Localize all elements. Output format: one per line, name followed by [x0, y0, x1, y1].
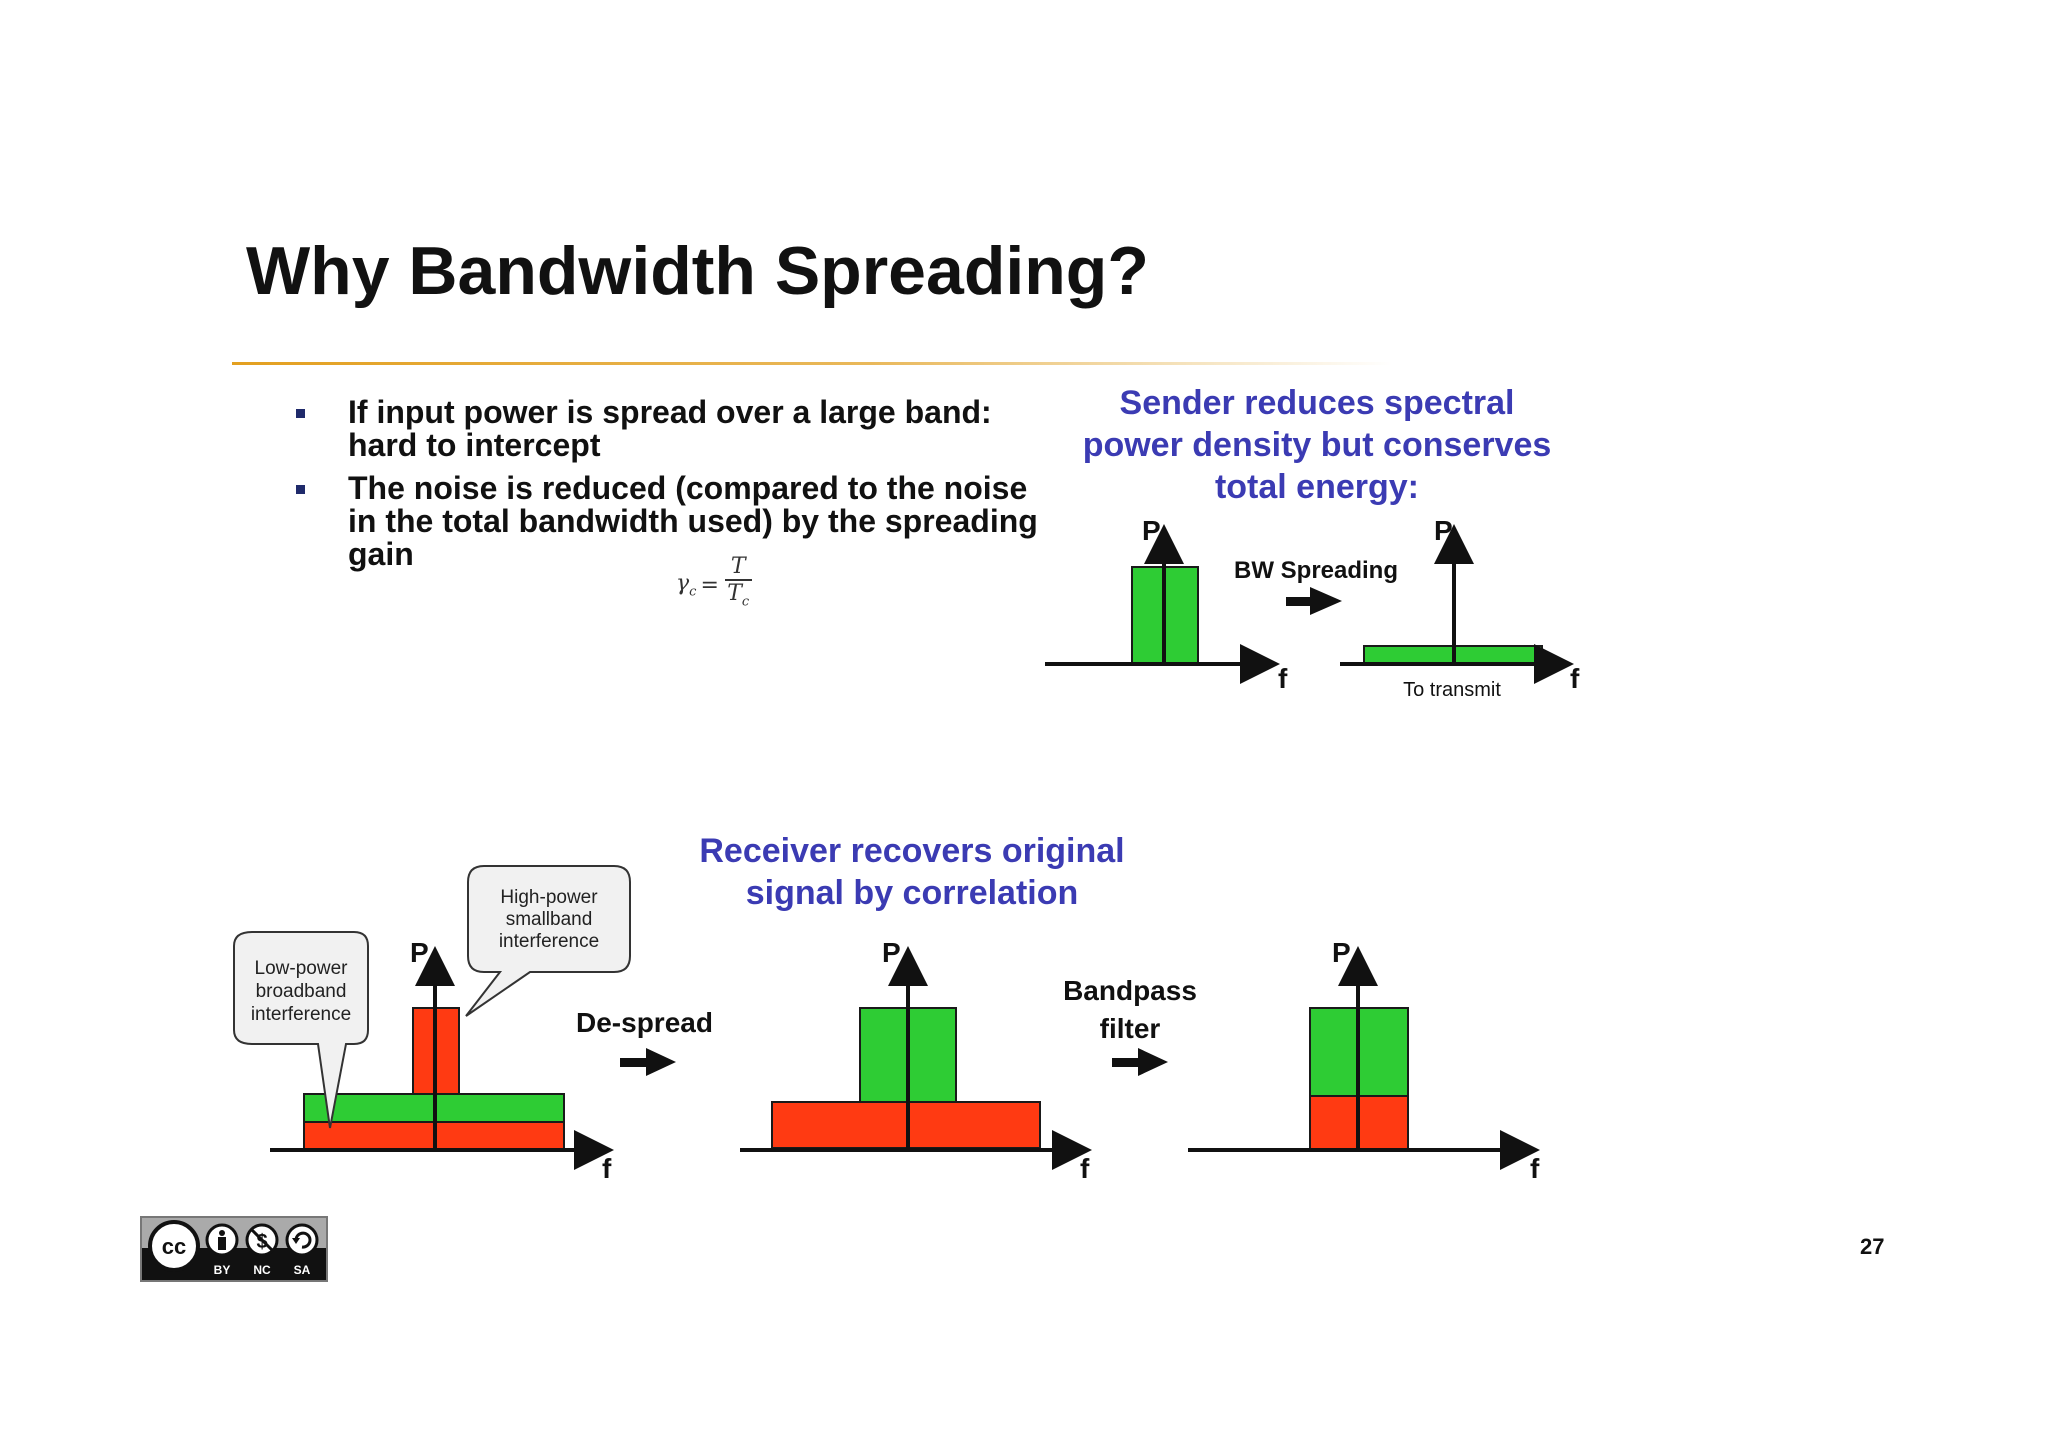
cc-icon: [148, 1220, 200, 1272]
callout-line: Low-power: [255, 958, 349, 979]
to-transmit-label: To transmit: [1403, 679, 1501, 701]
right-arrow-icon: [1138, 1048, 1168, 1076]
sa-sharealike-icon: [285, 1223, 319, 1257]
despread-arrow: De-spread: [576, 1007, 713, 1076]
receiver-caption: Receiver recovers original signal by cor…: [672, 830, 1152, 914]
bullet-list: If input power is spread over a large ba…: [296, 396, 1056, 581]
formula-equals: =: [700, 572, 719, 598]
callout-line: interference: [499, 931, 599, 952]
callout-line: interference: [251, 1004, 351, 1025]
formula-denominator: Tc: [727, 581, 750, 610]
receiver-despread-diagram: P f: [740, 937, 1092, 1184]
right-arrow-icon: [646, 1048, 676, 1076]
cc-license-badge: cc $ BY NC SA: [140, 1216, 328, 1282]
caption-line: signal by correlation: [745, 874, 1079, 912]
bw-spreading-label: BW Spreading: [1234, 557, 1398, 584]
sender-caption: Sender reduces spectral power density bu…: [1062, 382, 1572, 508]
license-label: BY: [214, 1263, 231, 1277]
license-label: SA: [294, 1263, 311, 1277]
callout-line: High-power: [500, 887, 598, 908]
license-label: NC: [253, 1263, 271, 1277]
page-number: 27: [1860, 1234, 1885, 1259]
bullet-item: The noise is reduced (compared to the no…: [296, 472, 1056, 571]
formula-numerator: T: [724, 555, 752, 581]
slide-title: Why Bandwidth Spreading?: [246, 233, 1149, 309]
bullet-item: If input power is spread over a large ba…: [296, 396, 1056, 462]
bullet-text: If input power is spread over a large ba…: [348, 394, 992, 463]
receiver-filtered-diagram: P f: [1188, 937, 1540, 1184]
right-arrow-icon: [1310, 587, 1342, 615]
cc-license-icons: cc $ BY NC SA: [142, 1218, 326, 1277]
low-power-callout: [233, 931, 369, 1129]
p-axis-label: P: [1142, 515, 1161, 546]
p-axis-label: P: [882, 937, 901, 968]
cc-text: cc: [162, 1234, 186, 1259]
p-axis-label: P: [1332, 937, 1351, 968]
arrow-shaft: [620, 1058, 652, 1067]
p-axis-label: P: [410, 937, 429, 968]
receiver-input-diagram: P f Low-power broadband interference Hig…: [233, 865, 631, 1184]
title-divider: [232, 362, 1392, 365]
f-axis-label: f: [1570, 663, 1580, 694]
bullet-square-icon: [296, 409, 305, 418]
bw-spreading-arrow: BW Spreading: [1234, 557, 1398, 615]
f-axis-label: f: [1278, 663, 1288, 694]
sender-narrowband-diagram: P f: [1045, 515, 1288, 694]
bandpass-label: Bandpass: [1063, 975, 1197, 1006]
high-power-callout: [465, 865, 631, 1017]
f-axis-label: f: [1530, 1153, 1540, 1184]
sender-spread-diagram: P f To transmit: [1340, 515, 1580, 701]
p-axis-label: P: [1434, 515, 1453, 546]
caption-line: Sender reduces spectral: [1119, 384, 1515, 422]
arrow-shaft: [1286, 597, 1316, 606]
callout-line: broadband: [256, 981, 347, 1002]
f-axis-label: f: [602, 1153, 612, 1184]
caption-line: power density but conserves: [1082, 426, 1552, 464]
bullet-square-icon: [296, 485, 305, 494]
formula-gamma: γc: [676, 571, 697, 600]
caption-line: total energy:: [1214, 468, 1420, 506]
bandpass-label: filter: [1100, 1013, 1161, 1044]
spreading-gain-formula: γc = T Tc: [676, 555, 752, 615]
bandpass-arrow: Bandpass filter: [1063, 975, 1197, 1076]
formula-fraction: T Tc: [724, 555, 752, 615]
caption-line: Receiver recovers original: [699, 832, 1125, 870]
despread-label: De-spread: [576, 1007, 713, 1038]
callout-line: smallband: [506, 909, 593, 930]
bullet-text: The noise is reduced (compared to the no…: [348, 470, 1038, 572]
f-axis-label: f: [1080, 1153, 1090, 1184]
arrow-shaft: [1112, 1058, 1144, 1067]
